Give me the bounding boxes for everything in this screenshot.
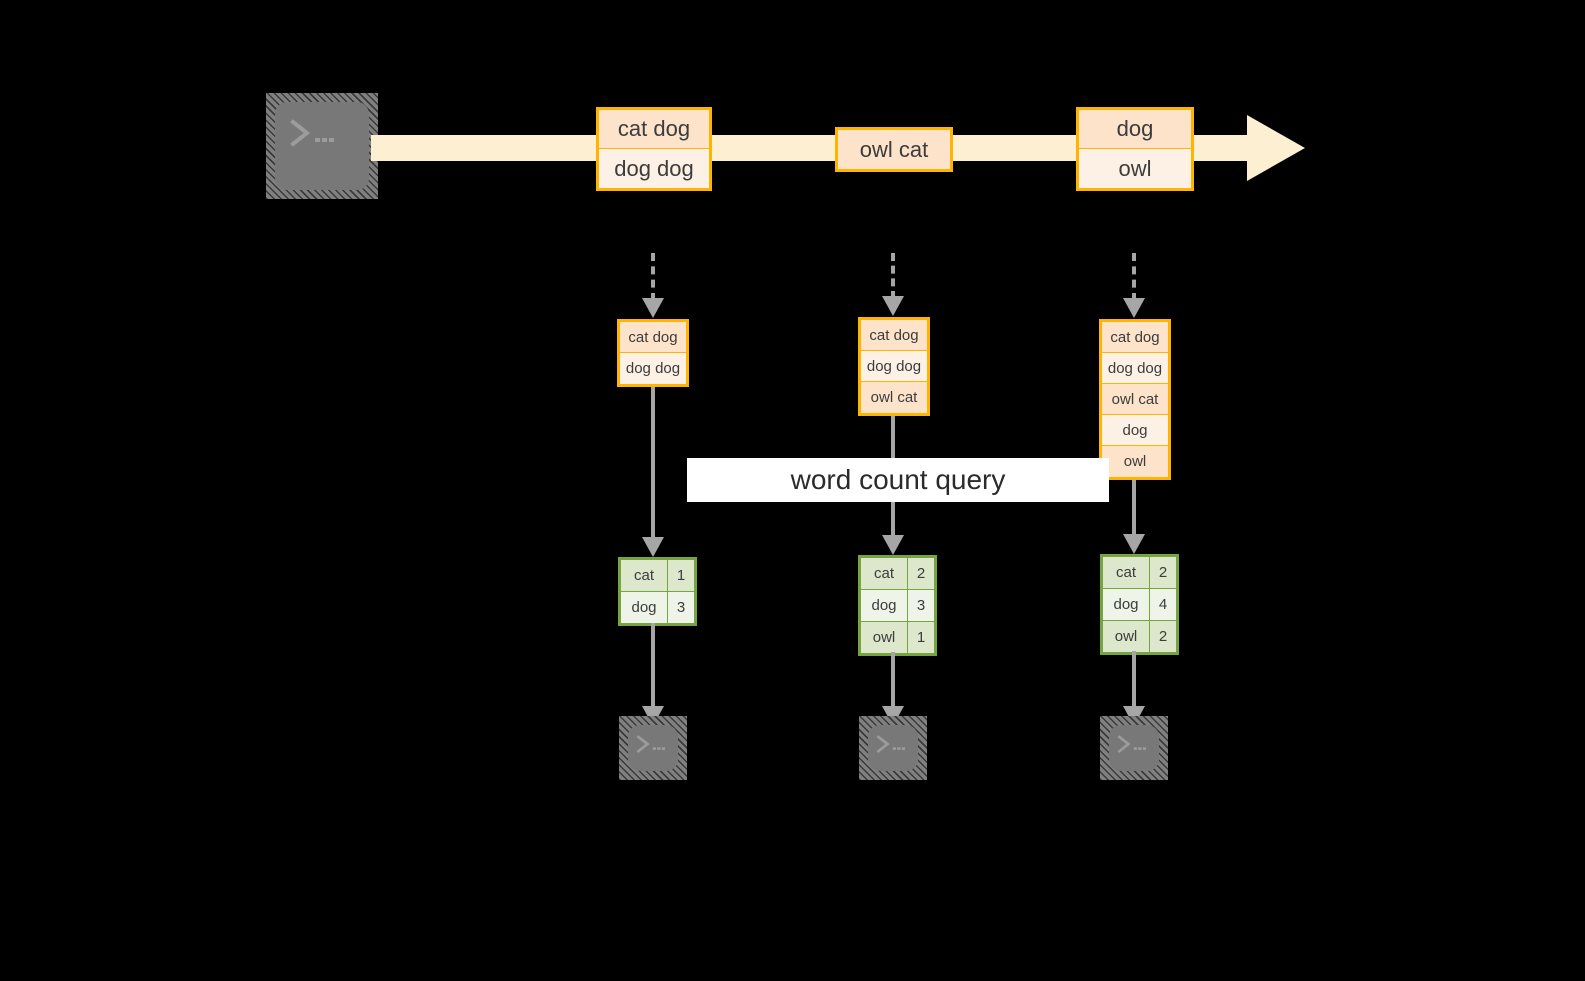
record-row: owl cat [861, 382, 927, 413]
record-row: dog dog [620, 353, 686, 384]
result-word: owl [861, 622, 908, 653]
record-row: owl cat [1102, 384, 1168, 415]
record-row: owl cat [838, 130, 950, 169]
snapshot-1-result-table: cat 1 dog 3 [618, 557, 697, 626]
result-word: owl [1103, 621, 1150, 652]
record-row: cat dog [599, 110, 709, 149]
result-word: dog [1103, 589, 1150, 620]
terminal-screen [1109, 725, 1159, 771]
snapshot-1-input-to-result-line [651, 382, 655, 540]
result-count: 3 [668, 592, 694, 623]
record-row: dog [1079, 110, 1191, 149]
result-count: 4 [1150, 589, 1176, 620]
snapshot-1-dashed-connector [651, 253, 655, 301]
record-row: owl [1079, 149, 1191, 188]
snapshot-1-dashed-arrowhead [642, 298, 664, 318]
table-row: dog 3 [861, 590, 934, 622]
record-row: cat dog [861, 320, 927, 351]
snapshot-1-sink-terminal-icon [619, 716, 687, 780]
table-row: dog 3 [621, 592, 694, 623]
result-word: cat [1103, 557, 1150, 588]
snapshot-2-sink-terminal-icon [859, 716, 927, 780]
record-row: dog dog [599, 149, 709, 188]
snapshot-2-dashed-arrowhead [882, 296, 904, 316]
terminal-prompt-glyph [1117, 735, 1147, 754]
snapshot-1-result-arrowhead [642, 537, 664, 557]
query-label: word count query [687, 458, 1109, 502]
snapshot-2-dashed-connector [891, 253, 895, 299]
snapshot-2-result-table: cat 2 dog 3 owl 1 [858, 555, 937, 656]
record-row: cat dog [620, 322, 686, 353]
snapshot-3-input-table: cat dog dog dog owl cat dog owl [1099, 319, 1171, 480]
table-row: owl 2 [1103, 621, 1176, 652]
snapshot-3-sink-terminal-icon [1100, 716, 1168, 780]
result-word: cat [621, 560, 668, 591]
stream-group-3: dog owl [1076, 107, 1194, 191]
stream-arrow-head [1247, 115, 1305, 181]
result-count: 2 [908, 558, 934, 589]
terminal-prompt-glyph [290, 119, 334, 147]
terminal-prompt-glyph [636, 735, 666, 754]
source-terminal-icon [266, 93, 378, 199]
result-count: 3 [908, 590, 934, 621]
result-word: dog [861, 590, 908, 621]
snapshot-2-result-arrowhead [882, 535, 904, 555]
snapshot-2-result-to-sink-line [891, 652, 895, 708]
result-count: 2 [1150, 621, 1176, 652]
record-row: dog dog [1102, 353, 1168, 384]
snapshot-2-input-table: cat dog dog dog owl cat [858, 317, 930, 416]
snapshot-1-result-to-sink-line [651, 623, 655, 708]
table-row: cat 2 [861, 558, 934, 590]
result-count: 2 [1150, 557, 1176, 588]
snapshot-3-input-to-result-line [1132, 472, 1136, 538]
snapshot-3-result-table: cat 2 dog 4 owl 2 [1100, 554, 1179, 655]
record-row: owl [1102, 446, 1168, 477]
snapshot-3-dashed-connector [1132, 253, 1136, 301]
terminal-screen [628, 725, 678, 771]
terminal-prompt-glyph [876, 735, 906, 754]
snapshot-3-result-arrowhead [1123, 534, 1145, 554]
snapshot-3-result-to-sink-line [1132, 651, 1136, 708]
result-count: 1 [908, 622, 934, 653]
table-row: cat 1 [621, 560, 694, 592]
table-row: cat 2 [1103, 557, 1176, 589]
terminal-screen [275, 102, 369, 190]
record-row: cat dog [1102, 322, 1168, 353]
snapshot-3-dashed-arrowhead [1123, 298, 1145, 318]
terminal-screen [868, 725, 918, 771]
result-word: cat [861, 558, 908, 589]
stream-group-1: cat dog dog dog [596, 107, 712, 191]
stream-group-2: owl cat [835, 127, 953, 172]
record-row: dog dog [861, 351, 927, 382]
record-row: dog [1102, 415, 1168, 446]
result-count: 1 [668, 560, 694, 591]
result-word: dog [621, 592, 668, 623]
table-row: owl 1 [861, 622, 934, 653]
snapshot-1-input-table: cat dog dog dog [617, 319, 689, 387]
table-row: dog 4 [1103, 589, 1176, 621]
